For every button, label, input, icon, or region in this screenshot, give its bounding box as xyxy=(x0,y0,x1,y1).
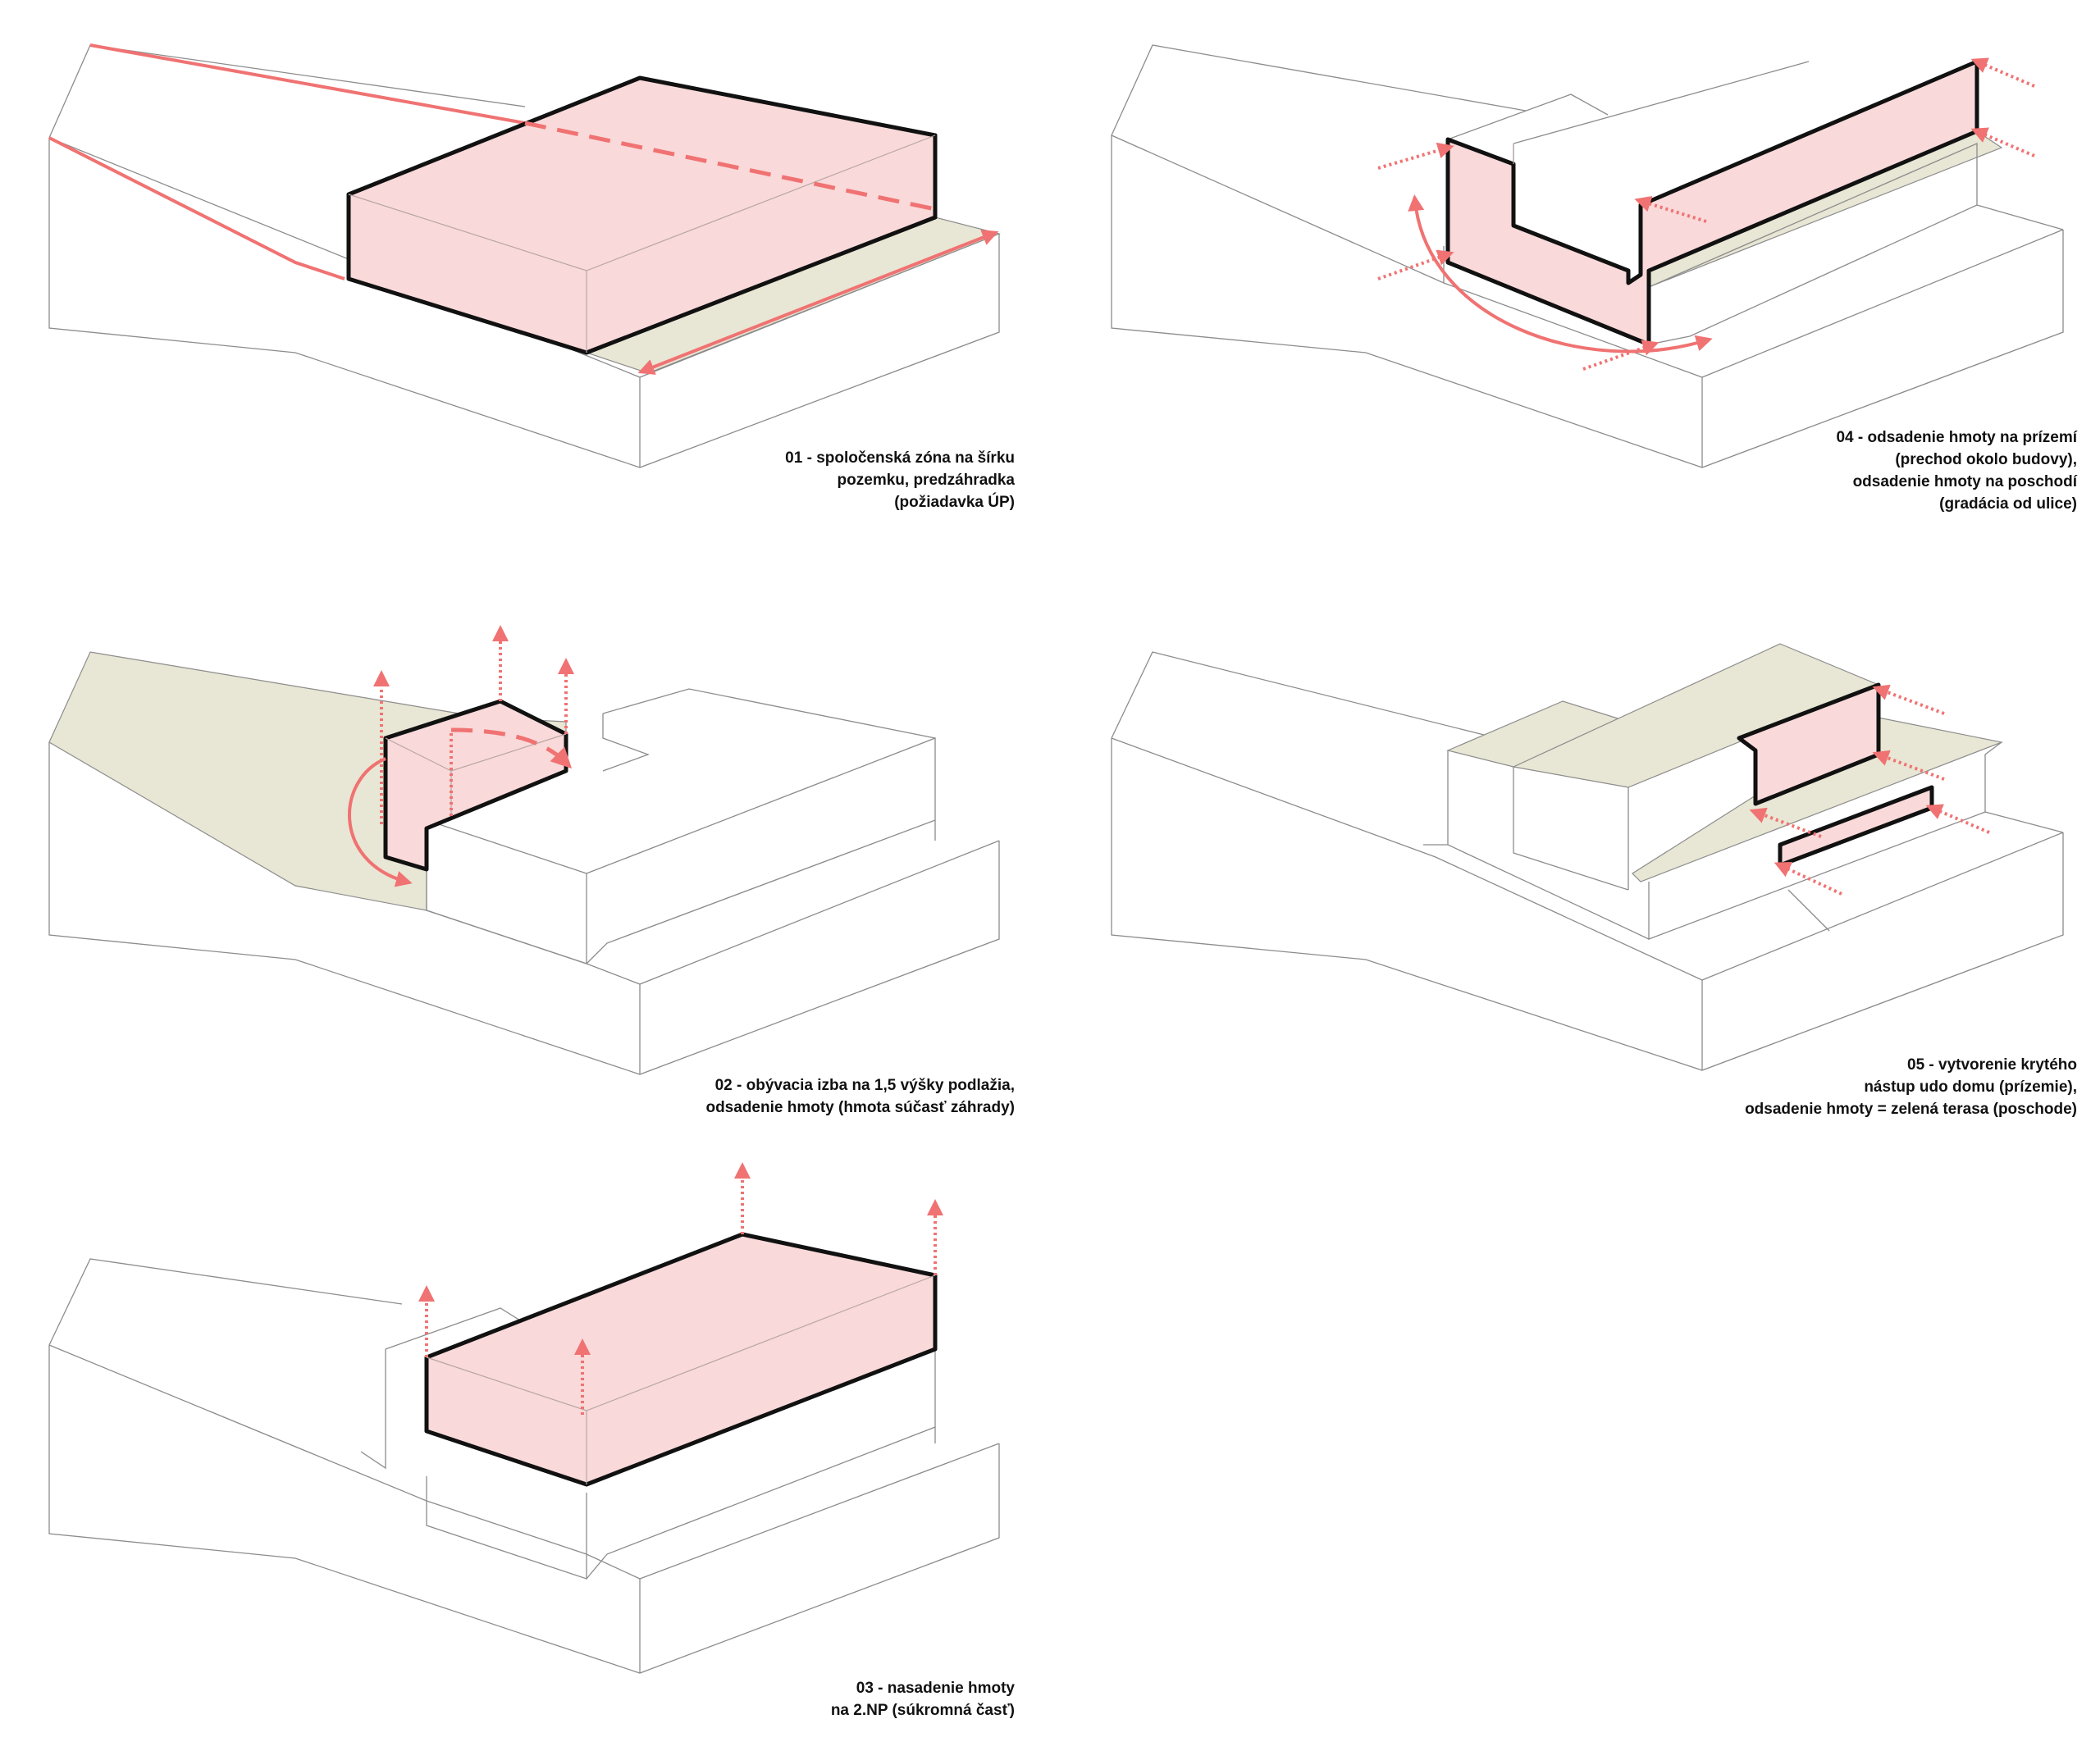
site-terrain xyxy=(1111,651,2064,1071)
volume-02 xyxy=(383,699,568,872)
ground-floor-mass xyxy=(426,688,936,964)
caption-line: nástup udo domu (prízemie), xyxy=(1864,1078,2077,1096)
inset-arrows xyxy=(1377,57,2035,371)
inset-arrows xyxy=(1749,684,1990,896)
diagram-02 xyxy=(48,625,1000,1075)
volume-03 xyxy=(424,1232,938,1487)
caption-05: 05 - vytvorenie krytého nástup udo domu … xyxy=(1745,1054,2077,1120)
diagram-01 xyxy=(48,43,1001,468)
diagram-03 xyxy=(48,1162,1000,1674)
caption-line: 04 - odsadenie hmoty na prízemí xyxy=(1836,429,2077,446)
volume-04 xyxy=(1445,59,1979,347)
caption-line: (požiadavka ÚP) xyxy=(894,494,1015,511)
caption-line: 02 - obývacia izba na 1,5 výšky podlažia… xyxy=(714,1077,1015,1094)
diagram-05 xyxy=(1111,643,2064,1071)
caption-line: 01 - spoločenská zóna na šírku xyxy=(785,449,1015,467)
caption-line: na 2.NP (súkromná časť) xyxy=(830,1702,1015,1719)
caption-04: 04 - odsadenie hmoty na prízemí (prechod… xyxy=(1836,426,2077,515)
caption-03: 03 - nasadenie hmoty na 2.NP (súkromná č… xyxy=(831,1677,1015,1721)
rotation-arrow xyxy=(348,757,413,887)
passage-arrow xyxy=(1408,194,1713,353)
caption-line: 03 - nasadenie hmoty xyxy=(856,1680,1015,1697)
caption-02: 02 - obývacia izba na 1,5 výšky podlažia… xyxy=(705,1074,1015,1119)
caption-line: odsadenie hmoty = zelená terasa (poschod… xyxy=(1745,1101,2077,1118)
diagram-04 xyxy=(1111,44,2064,468)
site-boundary-line xyxy=(48,43,999,375)
boundary-dashed-line xyxy=(524,121,936,212)
building-mass xyxy=(1423,741,2064,940)
caption-line: odsadenie hmoty na poschodí xyxy=(1852,473,2077,490)
volume-01 xyxy=(346,75,938,355)
vertical-arrows xyxy=(418,1162,943,1415)
caption-line: 05 - vytvorenie krytého xyxy=(1907,1056,2077,1074)
caption-line: odsadenie hmoty (hmota súčasť záhrady) xyxy=(705,1099,1015,1116)
vertical-arrows xyxy=(373,625,574,824)
extension-dashed-arrow xyxy=(450,727,573,769)
volume-05 xyxy=(1737,682,1934,868)
terrace-strip xyxy=(1632,717,2004,882)
caption-line: (gradácia od ulice) xyxy=(1939,495,2077,513)
caption-01: 01 - spoločenská zóna na šírku pozemku, … xyxy=(785,447,1015,513)
caption-line: (prechod okolo budovy), xyxy=(1895,451,2077,468)
caption-line: pozemku, predzáhradka xyxy=(837,472,1015,489)
